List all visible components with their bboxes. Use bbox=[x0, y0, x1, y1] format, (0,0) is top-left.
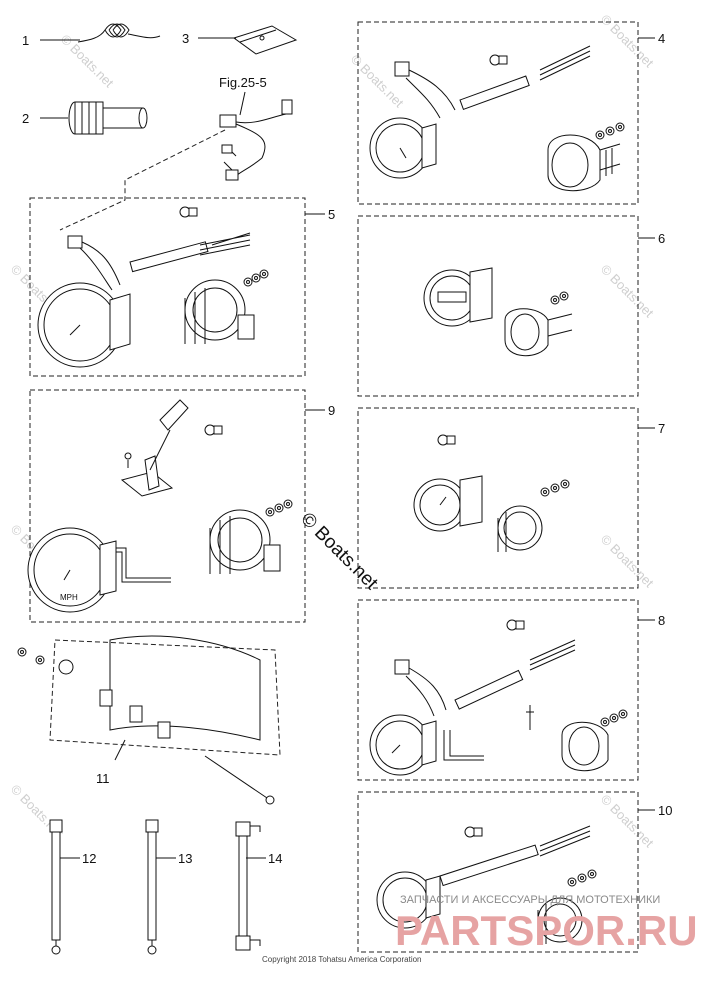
kit-box-8 bbox=[357, 599, 639, 781]
callout-5: 5 bbox=[328, 207, 335, 222]
part-14-lead[interactable] bbox=[235, 821, 261, 951]
kit-box-5 bbox=[29, 197, 306, 377]
callout-8: 8 bbox=[658, 613, 665, 628]
figure-reference: Fig.25-5 bbox=[219, 75, 267, 90]
callout-6: 6 bbox=[658, 231, 665, 246]
part-3-pouch[interactable] bbox=[232, 25, 298, 55]
callout-13: 13 bbox=[178, 851, 192, 866]
watermark-text: © Boats.net bbox=[598, 532, 657, 591]
leader-line bbox=[239, 91, 246, 116]
callout-11: 11 bbox=[96, 771, 110, 786]
part-10-gauge[interactable] bbox=[376, 825, 597, 944]
leader-line bbox=[114, 739, 126, 761]
part-7-gauge[interactable] bbox=[413, 434, 570, 552]
center-watermark: © Boats.net bbox=[296, 509, 382, 595]
part-12-lead[interactable] bbox=[49, 819, 63, 955]
watermark-text: © Boats.net bbox=[598, 12, 657, 71]
watermark-text: © Boats.net bbox=[598, 792, 657, 851]
part-1-coil[interactable] bbox=[77, 23, 161, 43]
gauge-face-label: MPH bbox=[60, 593, 78, 602]
callout-4: 4 bbox=[658, 31, 665, 46]
kit-box-6 bbox=[357, 215, 639, 397]
part-2-fitting[interactable] bbox=[68, 101, 148, 135]
overlay-caption: ЗАПЧАСТИ И АКСЕССУАРЫ ДЛЯ МОТОТЕХНИКИ bbox=[400, 894, 660, 906]
part-4-gauge[interactable] bbox=[369, 45, 625, 192]
kit-box-7 bbox=[357, 407, 639, 589]
watermark-text: © Boats.net bbox=[348, 52, 407, 111]
part-6-hour-meter[interactable] bbox=[423, 267, 573, 357]
callout-14: 14 bbox=[268, 851, 282, 866]
kit-box-4 bbox=[357, 21, 639, 205]
part-9-speedometer[interactable]: MPH bbox=[27, 399, 293, 613]
kit-box-10 bbox=[357, 791, 639, 953]
part-11-mount-kit[interactable] bbox=[17, 635, 275, 805]
callout-12: 12 bbox=[82, 851, 96, 866]
part-5-tachometer[interactable] bbox=[37, 206, 269, 368]
part-8-gauge[interactable] bbox=[369, 619, 628, 776]
overlay-brand: PARTSPOR.RU bbox=[395, 907, 698, 954]
copyright-notice: Copyright 2018 Tohatsu America Corporati… bbox=[262, 955, 422, 964]
callout-2: 2 bbox=[22, 111, 29, 126]
callout-3: 3 bbox=[182, 31, 189, 46]
callout-9: 9 bbox=[328, 403, 335, 418]
link-line bbox=[59, 129, 226, 231]
callout-10: 10 bbox=[658, 803, 672, 818]
part-13-lead[interactable] bbox=[145, 819, 159, 955]
watermark-text: © Boats.net bbox=[598, 262, 657, 321]
kit-box-11 bbox=[49, 639, 281, 756]
callout-1: 1 bbox=[22, 33, 29, 48]
callout-7: 7 bbox=[658, 421, 665, 436]
kit-box-9 bbox=[29, 389, 306, 623]
fig-25-5-harness[interactable] bbox=[219, 99, 293, 181]
